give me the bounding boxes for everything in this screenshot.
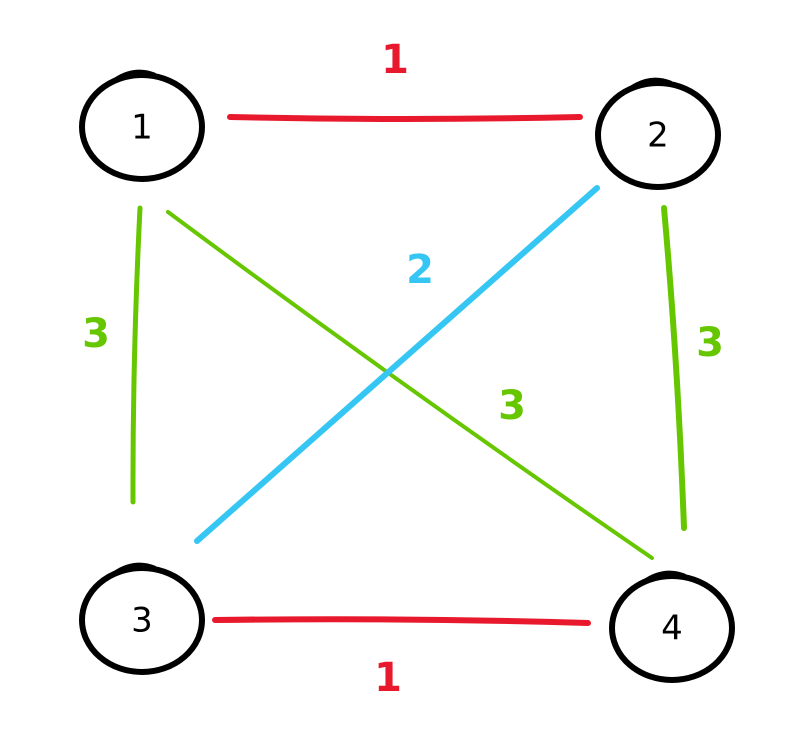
node-3: 3 bbox=[79, 562, 205, 675]
node-circle-stroke-overlap bbox=[641, 570, 687, 585]
node-4: 4 bbox=[609, 570, 735, 683]
edge-1-2 bbox=[227, 114, 583, 122]
node-1: 1 bbox=[79, 69, 205, 182]
node-label: 4 bbox=[661, 609, 683, 649]
edge-weight-label-1-4: 3 bbox=[498, 383, 526, 429]
node-label: 1 bbox=[131, 108, 153, 148]
node-circle-stroke-overlap bbox=[111, 562, 157, 577]
node-circle bbox=[79, 565, 205, 675]
edge-2-4 bbox=[661, 205, 687, 531]
edge-3-4 bbox=[212, 616, 591, 626]
edge-1-3 bbox=[130, 205, 143, 505]
edge-2-3 bbox=[194, 185, 600, 544]
edge-weight-label-3-4: 1 bbox=[374, 655, 402, 701]
edge-1-4 bbox=[166, 210, 654, 560]
node-label: 2 bbox=[647, 116, 669, 156]
edge-weight-label-2-3: 2 bbox=[406, 247, 434, 293]
edge-weight-label-1-2: 1 bbox=[381, 37, 409, 83]
node-circle-stroke-overlap bbox=[627, 77, 673, 92]
node-circle-stroke-overlap bbox=[111, 69, 157, 84]
edge-weight-label-2-4: 3 bbox=[696, 320, 724, 366]
node-circle bbox=[595, 80, 721, 190]
node-circle bbox=[609, 573, 735, 683]
edge-weight-label-1-3: 3 bbox=[82, 311, 110, 357]
node-label: 3 bbox=[131, 601, 153, 641]
node-circle bbox=[79, 72, 205, 182]
node-2: 2 bbox=[595, 77, 721, 190]
